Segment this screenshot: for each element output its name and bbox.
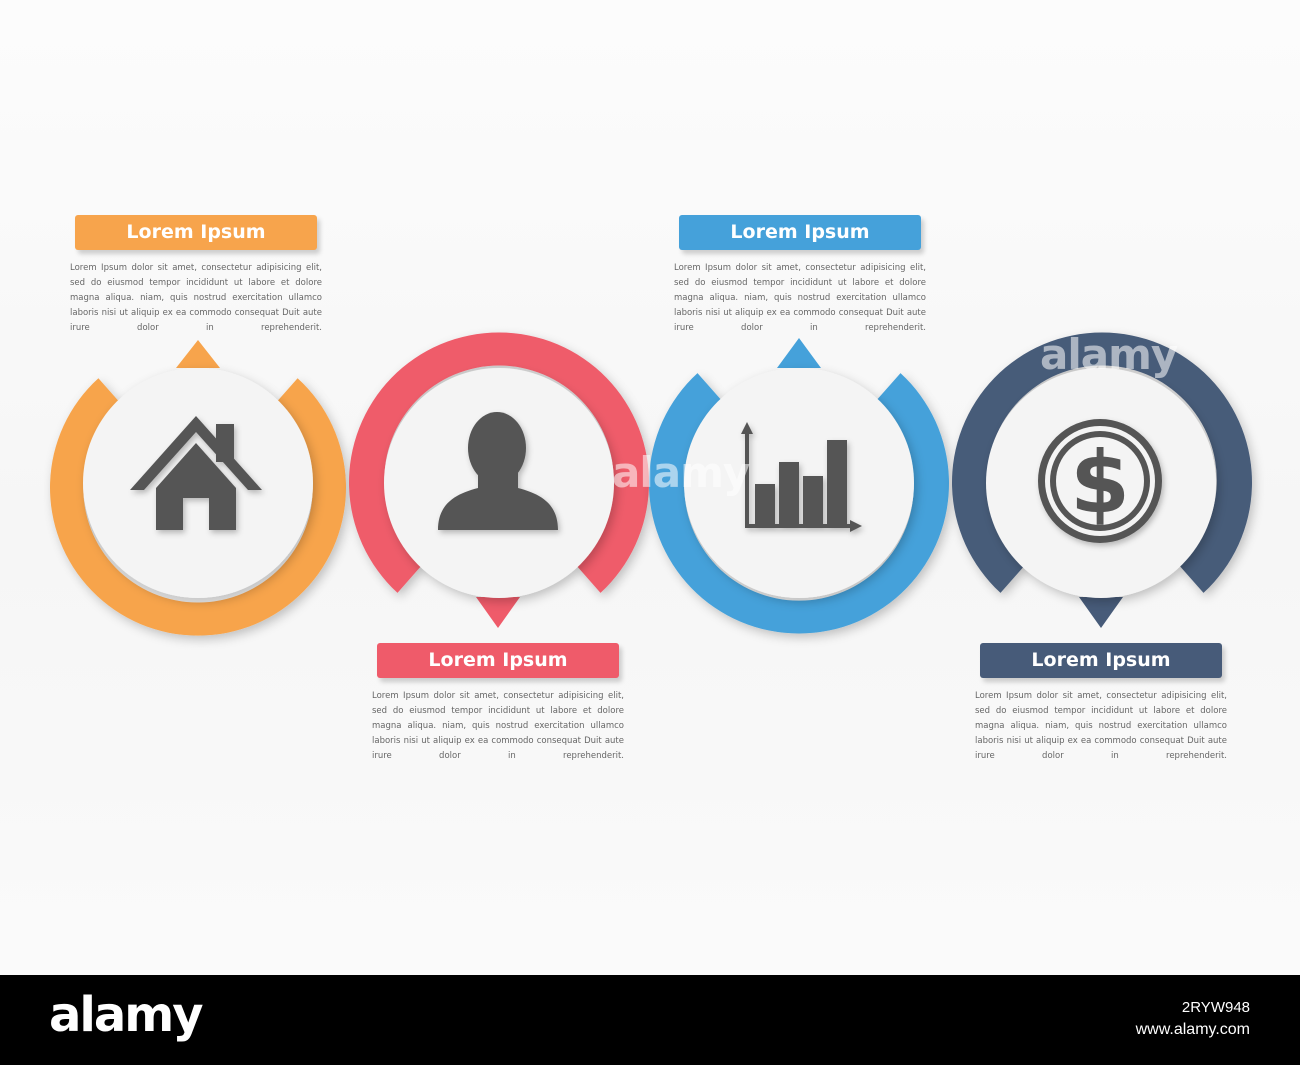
step-3-title: Lorem Ipsum: [679, 215, 921, 250]
house-icon: [130, 416, 262, 530]
step-3-description: Lorem Ipsum dolor sit amet, consectetur …: [674, 263, 926, 333]
step-2-title: Lorem Ipsum: [377, 643, 619, 678]
step-2-description: Lorem Ipsum dolor sit amet, consectetur …: [372, 691, 624, 761]
dollar-coin-icon: $: [1038, 419, 1162, 543]
step-2-pointer: [476, 597, 520, 628]
step-2-ring: [349, 332, 649, 593]
process-diagram: $: [50, 332, 1252, 636]
step-4-pointer: [1079, 597, 1123, 628]
bar-chart-icon: [741, 422, 862, 532]
svg-text:$: $: [1070, 433, 1130, 533]
footer-banner: alamy 2RYW948 www.alamy.com: [0, 975, 1300, 1065]
step-1-pointer: [176, 340, 220, 368]
step-4-description: Lorem Ipsum dolor sit amet, consectetur …: [975, 691, 1227, 761]
step-1-description: Lorem Ipsum dolor sit amet, consectetur …: [70, 263, 322, 333]
step-4-ring: [952, 332, 1252, 593]
footer-site: www.alamy.com: [1135, 1021, 1250, 1038]
step-4-title: Lorem Ipsum: [980, 643, 1222, 678]
person-icon: [438, 412, 558, 530]
step-1-title: Lorem Ipsum: [75, 215, 317, 250]
footer-image-id: 2RYW948: [1181, 999, 1250, 1016]
footer-logo: alamy: [49, 987, 204, 1043]
step-3-pointer: [777, 338, 821, 368]
step-3-ring: [649, 373, 950, 634]
step-1-ring: [50, 378, 347, 636]
